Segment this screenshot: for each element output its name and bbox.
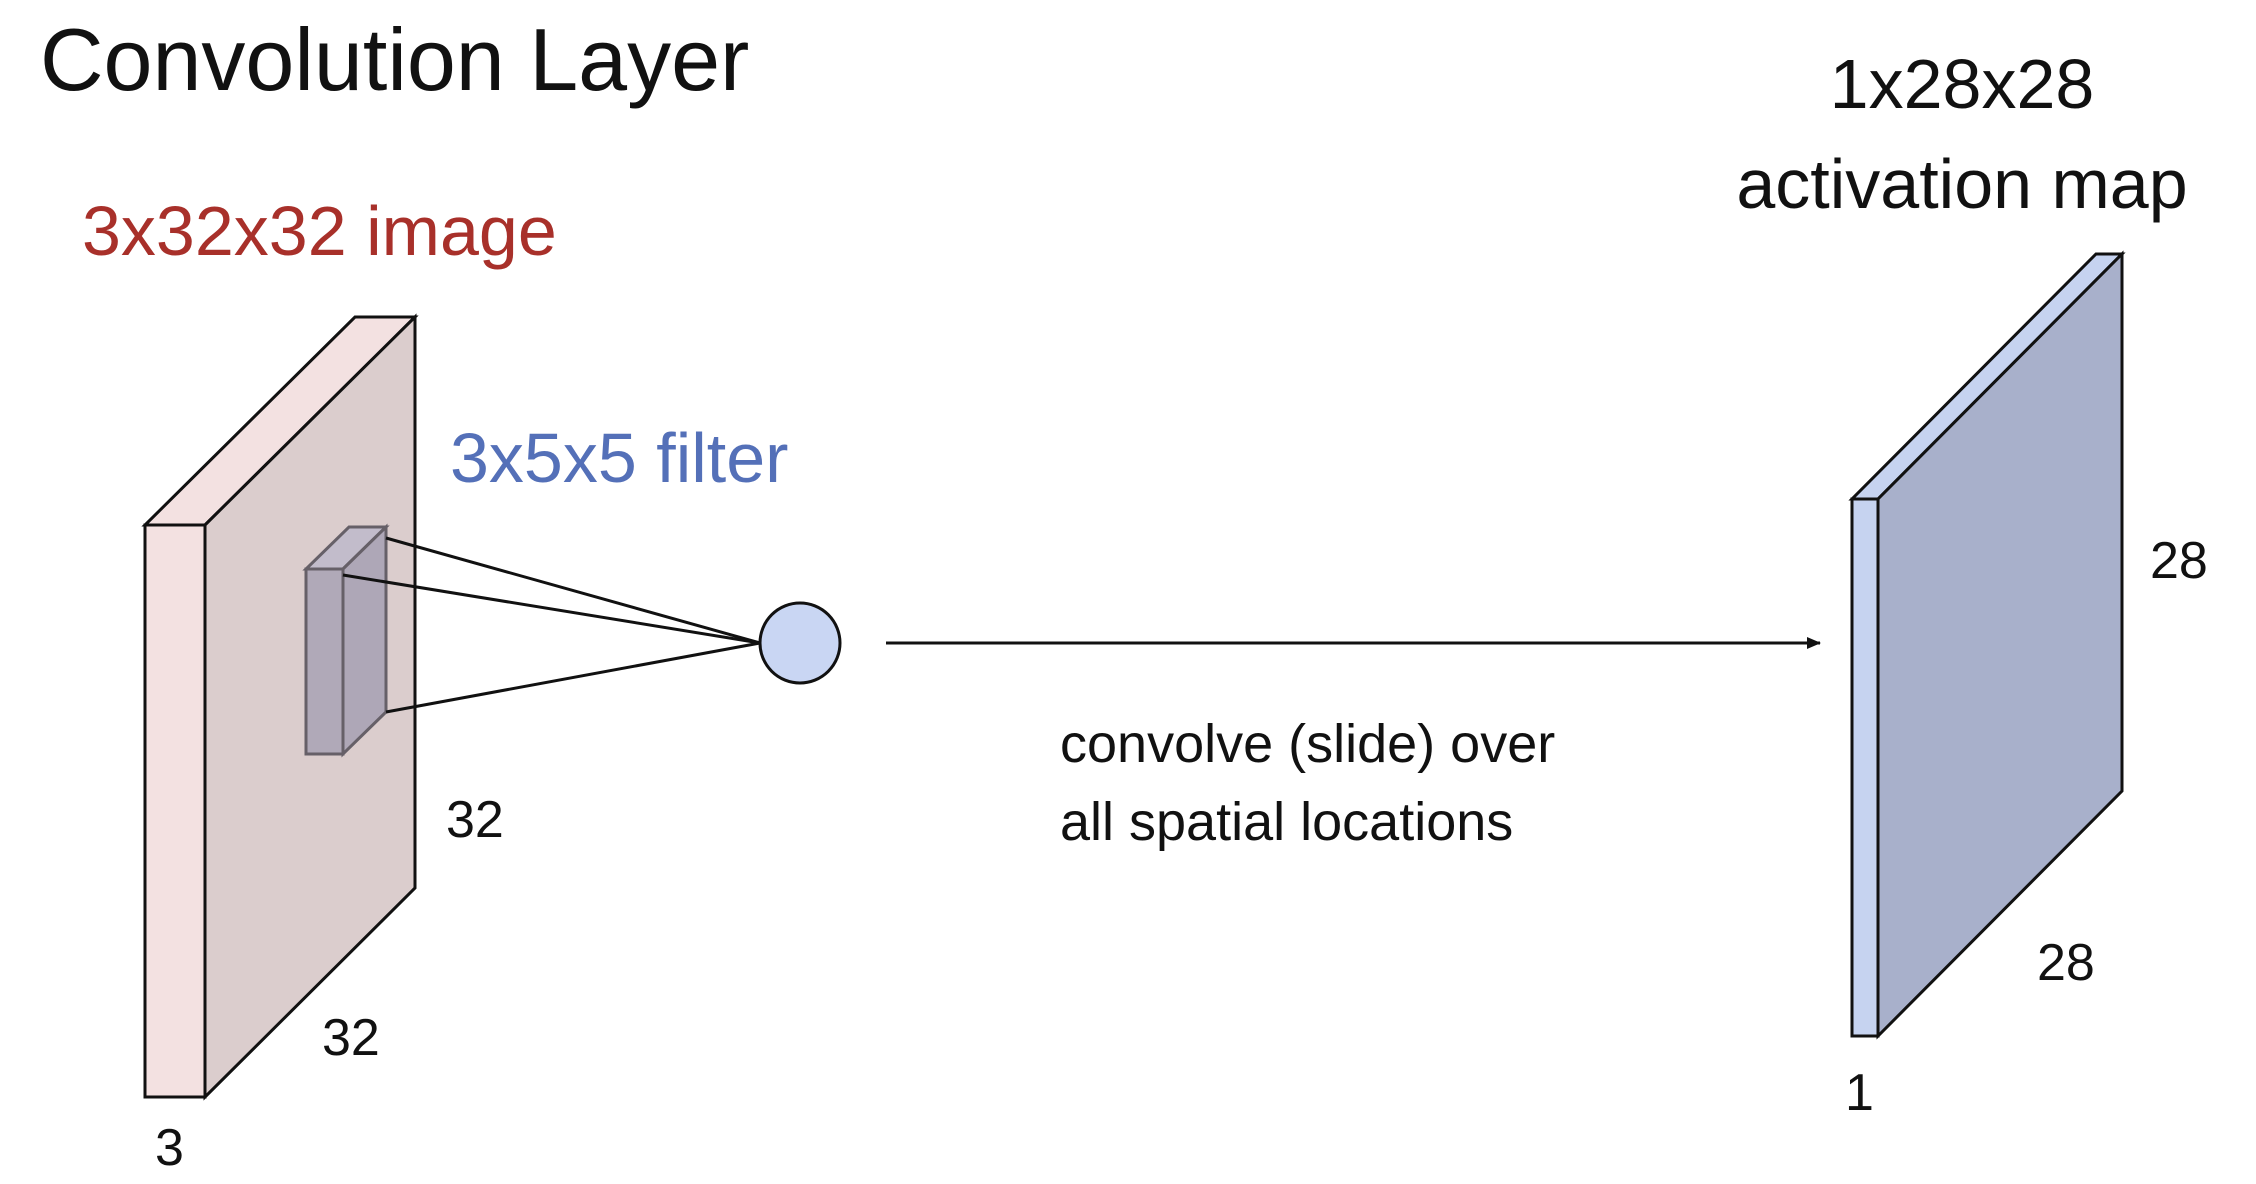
output-width-label: 28 — [2037, 934, 2095, 992]
convolve-text-line2: all spatial locations — [1060, 792, 1513, 852]
filter-to-neuron-lines — [342, 536, 761, 714]
convolve-text-line1: convolve (slide) over — [1060, 714, 1555, 774]
output-depth-label: 1 — [1845, 1064, 1874, 1122]
input-volume-front-face — [143, 523, 207, 1099]
output-label-line1: 1x28x28 — [1830, 45, 2095, 123]
filter-label: 3x5x5 filter — [450, 419, 788, 497]
filter-line-middle — [342, 573, 761, 645]
output-label-line2: activation map — [1736, 145, 2187, 223]
input-depth-label: 3 — [155, 1119, 184, 1177]
output-neuron — [758, 601, 842, 685]
slide-title: Convolution Layer — [40, 10, 749, 109]
input-height-label: 32 — [446, 791, 504, 849]
input-volume-label: 3x32x32 image — [82, 192, 557, 270]
output-height-label: 28 — [2150, 532, 2208, 590]
filter-block-side-face — [341, 523, 388, 758]
filter-line-top — [385, 536, 761, 645]
activation-map — [1848, 250, 2126, 1040]
filter-block-front-face — [304, 567, 345, 756]
filter-line-bottom — [385, 641, 761, 714]
filter-block — [302, 523, 390, 758]
activation-map-front-face — [1850, 497, 1880, 1038]
input-width-label: 32 — [322, 1009, 380, 1067]
